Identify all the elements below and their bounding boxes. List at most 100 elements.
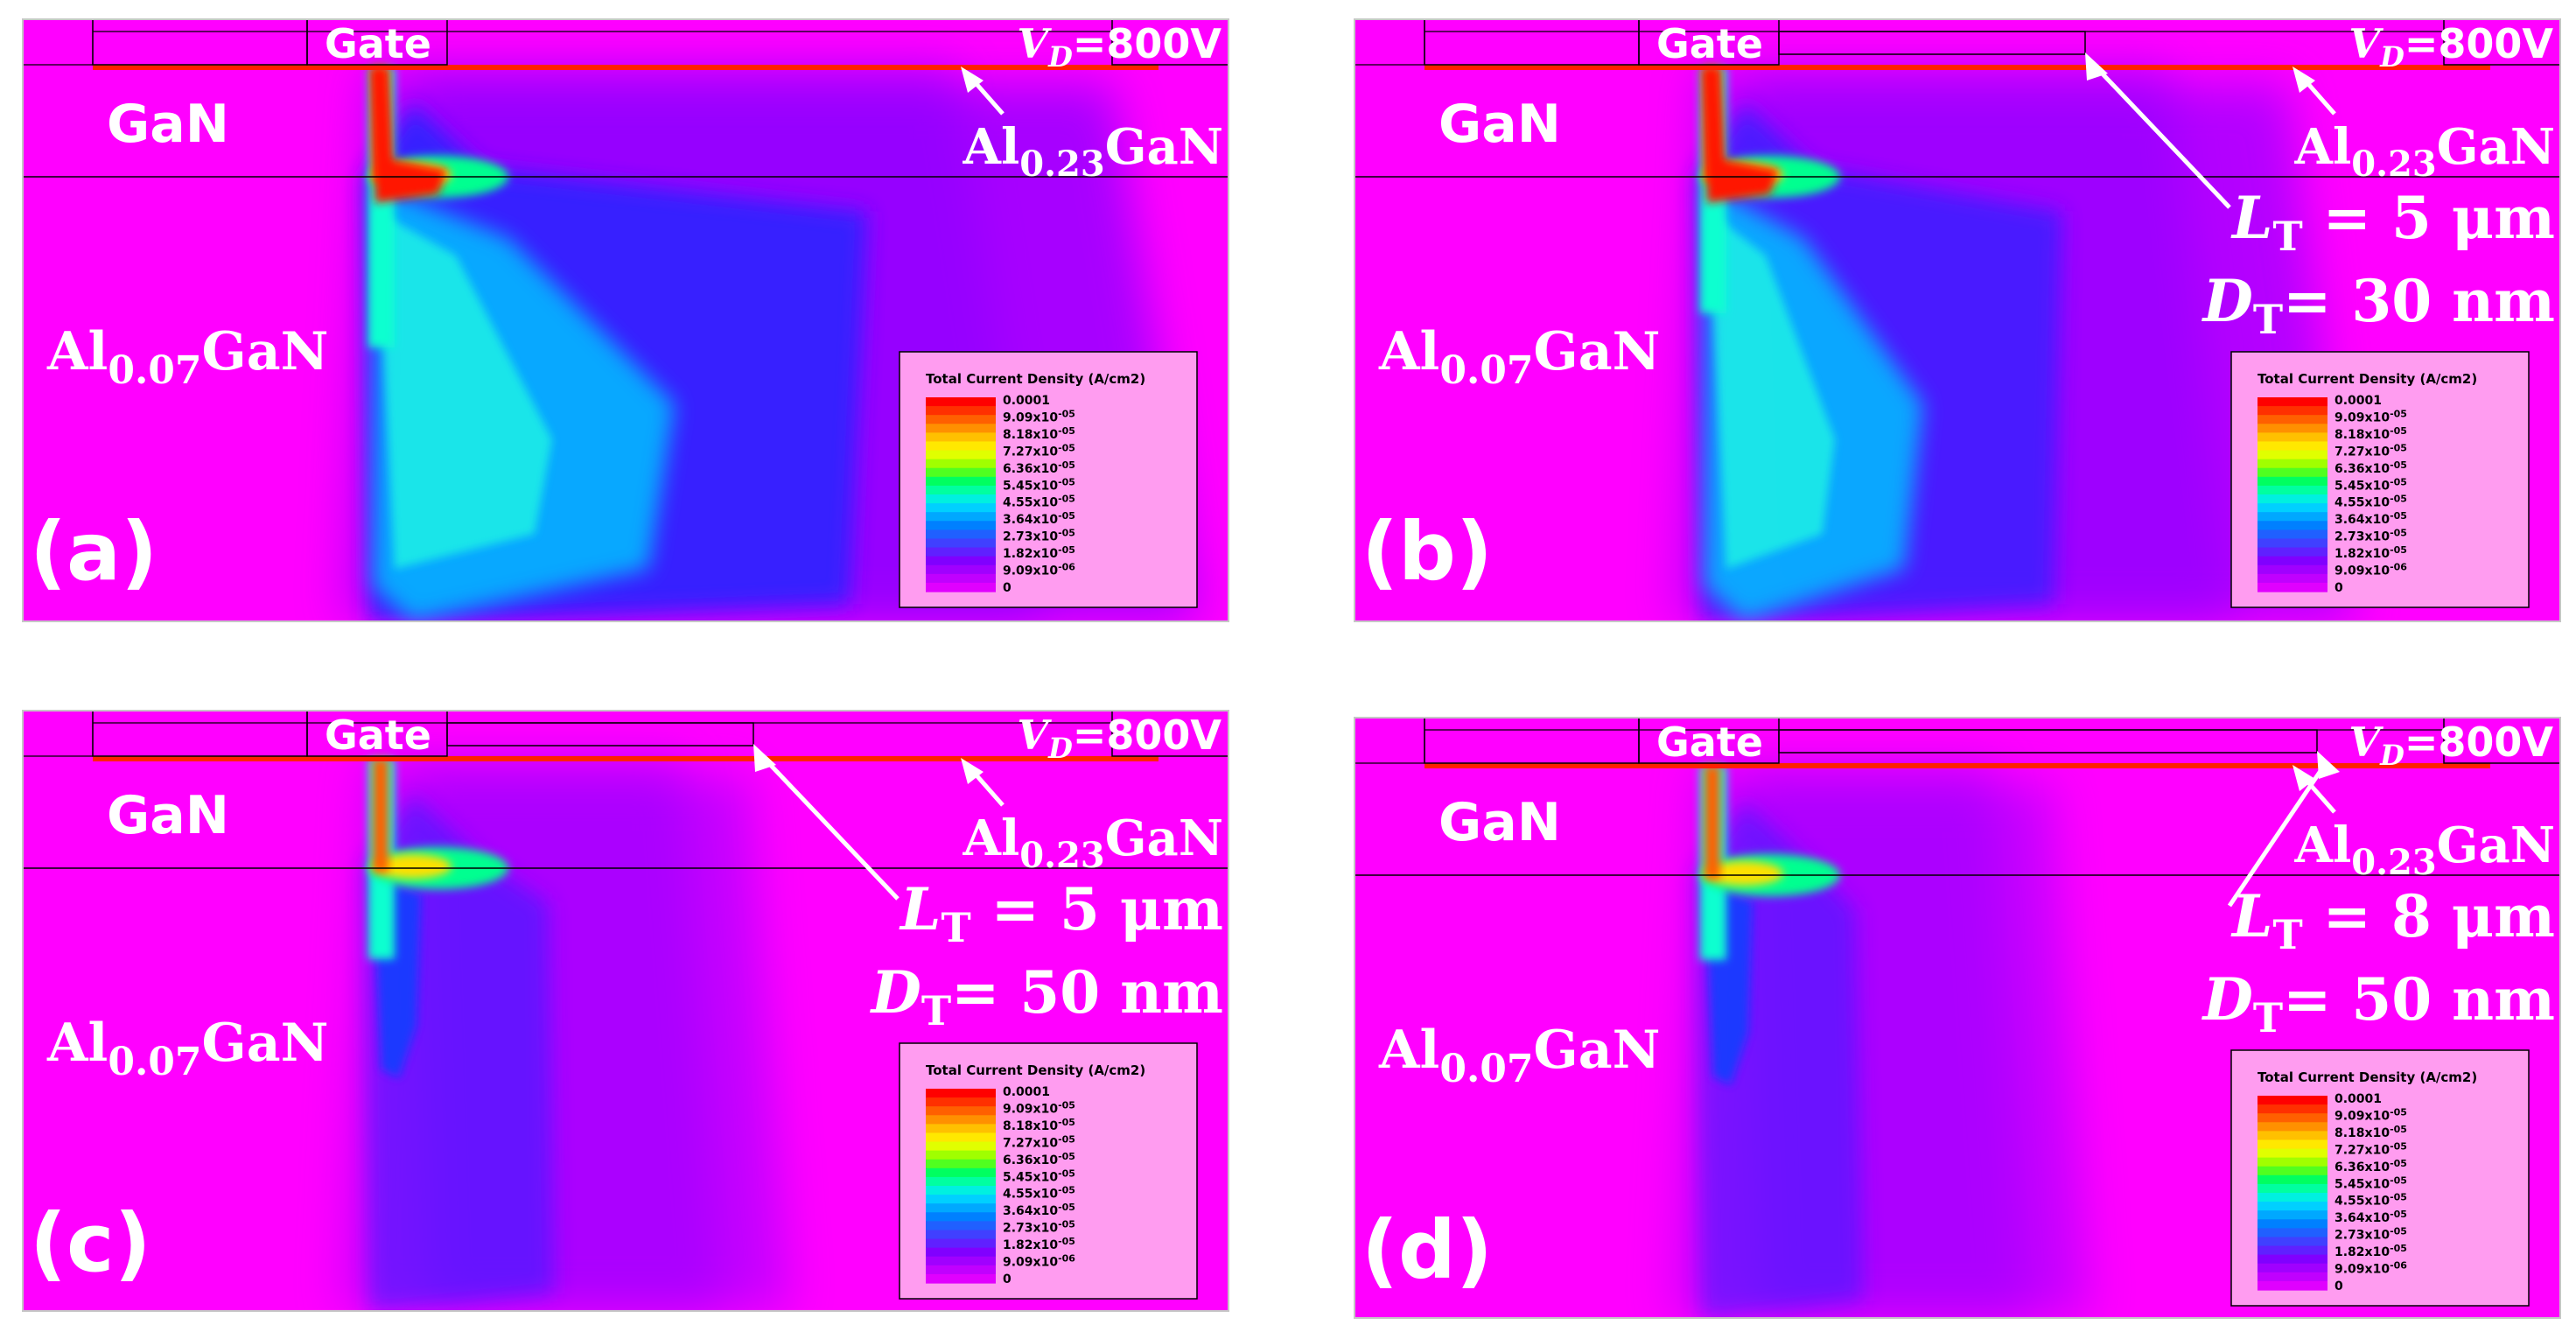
legend-label: 4.55x10-05 xyxy=(1003,494,1075,510)
legend-swatch xyxy=(926,1132,996,1143)
legend-title: Total Current Density (A/cm2) xyxy=(926,1062,1145,1078)
gate-label: Gate xyxy=(325,20,431,67)
legend-swatch xyxy=(926,1150,996,1160)
legend-swatch xyxy=(926,415,996,424)
legend-swatch xyxy=(926,485,996,495)
gate-label: Gate xyxy=(325,712,431,759)
legend-label: 0.0001 xyxy=(1003,1085,1050,1099)
legend-swatch xyxy=(926,1273,996,1284)
legend-label: 7.27x10-05 xyxy=(2334,442,2407,459)
trench-arrow-line xyxy=(760,754,900,901)
legend-swatch xyxy=(2258,1210,2328,1220)
gan-label: GaN xyxy=(107,94,229,155)
legend-swatch xyxy=(2258,467,2328,478)
legend-swatch xyxy=(2258,564,2328,575)
legend-label: 9.09x10-05 xyxy=(2334,1106,2407,1123)
column-peak xyxy=(370,67,447,203)
legend-label: 3.64x10-05 xyxy=(2334,1209,2407,1225)
panel-label: (b) xyxy=(1362,505,1493,599)
dt-label: DT= 30 nm xyxy=(2202,267,2555,343)
trench-arrow-line xyxy=(2092,63,2231,209)
legend-swatch xyxy=(926,1238,996,1249)
legend-swatch xyxy=(2258,1280,2328,1291)
buffer-label: Al0.07GaN xyxy=(1378,1020,1661,1091)
legend-swatch xyxy=(926,521,996,530)
legend-swatch xyxy=(2258,1104,2328,1114)
lt-label: LT = 5 μm xyxy=(899,875,1223,951)
legend-label: 9.09x10-06 xyxy=(1003,562,1075,578)
channel-2deg xyxy=(1424,763,2490,768)
panel-border xyxy=(1354,717,2561,1319)
legend-label: 2.73x10-05 xyxy=(2334,528,2407,544)
legend-label: 8.18x10-05 xyxy=(1003,1117,1075,1133)
barrier-arrow-head xyxy=(961,758,984,784)
legend: Total Current Density (A/cm2)0.00019.09x… xyxy=(2230,1049,2530,1307)
legend-swatch xyxy=(2258,397,2328,407)
legend-title: Total Current Density (A/cm2) xyxy=(2258,1069,2477,1085)
legend-label: 6.36x10-05 xyxy=(2334,1158,2407,1174)
panel-c-field xyxy=(23,711,1228,1311)
legend-swatch xyxy=(2258,512,2328,522)
legend-swatch xyxy=(926,459,996,469)
legend-swatch xyxy=(926,467,996,478)
legend-swatch xyxy=(2258,573,2328,584)
channel-2deg xyxy=(93,756,1158,761)
legend-swatch xyxy=(2258,1228,2328,1238)
legend-label: 2.73x10-05 xyxy=(2334,1226,2407,1243)
legend-label: 1.82x10-05 xyxy=(2334,1243,2407,1259)
legend-swatch xyxy=(926,432,996,443)
legend-swatch xyxy=(926,1097,996,1107)
legend-swatch xyxy=(926,1124,996,1134)
buffer-label: Al0.07GaN xyxy=(1378,321,1661,393)
legend-title: Total Current Density (A/cm2) xyxy=(2258,371,2477,387)
gan-label: GaN xyxy=(1438,94,1561,155)
legend-label: 0 xyxy=(1003,1272,1012,1286)
legend-swatch xyxy=(2258,1174,2328,1185)
legend-label: 6.36x10-05 xyxy=(1003,1151,1075,1167)
trench-arrow-head xyxy=(2085,53,2108,81)
legend-swatch xyxy=(2258,1096,2328,1105)
gate-label: Gate xyxy=(1656,20,1763,67)
legend-label: 0 xyxy=(2334,581,2343,595)
interface-hot xyxy=(1704,861,1783,886)
legend-swatch xyxy=(2258,1202,2328,1211)
legend-swatch xyxy=(2258,521,2328,530)
legend-swatch xyxy=(2258,1272,2328,1282)
panel-border xyxy=(22,18,1229,622)
legend-label: 1.82x10-05 xyxy=(2334,544,2407,561)
lt-label: LT = 5 μm xyxy=(2230,184,2555,260)
legend-label: 0 xyxy=(1003,581,1012,595)
legend-swatch xyxy=(2258,1148,2328,1159)
legend-swatch xyxy=(926,441,996,452)
legend-swatch xyxy=(2258,406,2328,416)
legend: Total Current Density (A/cm2)0.00019.09x… xyxy=(2230,351,2530,608)
gate-label: Gate xyxy=(1656,719,1763,766)
gan-label: GaN xyxy=(107,785,229,846)
drain-outline xyxy=(1111,19,1228,66)
legend-swatch xyxy=(926,556,996,566)
gan-label: GaN xyxy=(1438,792,1561,853)
legend-label: 9.09x10-06 xyxy=(2334,562,2407,578)
barrier-label: Al0.23GaN xyxy=(962,810,1223,876)
legend-swatch xyxy=(2258,485,2328,495)
legend-swatch xyxy=(926,476,996,487)
legend-label: 9.09x10-05 xyxy=(1003,408,1075,424)
legend-swatch xyxy=(926,1195,996,1204)
barrier-label: Al0.23GaN xyxy=(2294,817,2555,883)
lt-label: LT = 8 μm xyxy=(2230,882,2555,958)
legend-swatch xyxy=(2258,582,2328,592)
vd-label: VD=800V xyxy=(1017,20,1222,74)
column-hot xyxy=(373,759,388,873)
legend-swatch xyxy=(926,1176,996,1187)
panel-border xyxy=(1354,18,2561,622)
legend-swatch xyxy=(926,503,996,513)
legend-swatch xyxy=(2258,1237,2328,1247)
legend-swatch xyxy=(926,450,996,460)
legend-swatch xyxy=(926,538,996,549)
legend-title: Total Current Density (A/cm2) xyxy=(926,371,1145,387)
legend-swatch xyxy=(2258,1122,2328,1132)
legend-label: 5.45x10-05 xyxy=(2334,1174,2407,1191)
